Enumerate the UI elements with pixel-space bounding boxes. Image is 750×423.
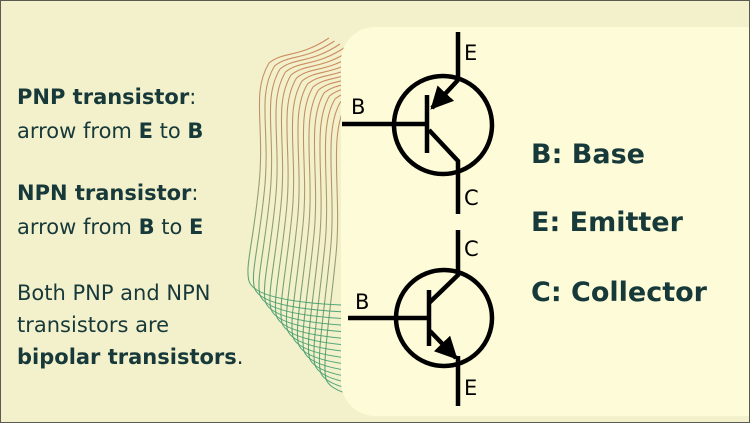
contour-line xyxy=(307,70,450,384)
both-line-2: transistors are xyxy=(17,313,170,337)
npn-emitter-label: E xyxy=(464,376,477,400)
contour-line xyxy=(291,61,434,363)
bipolar-transistors-text: bipolar transistors xyxy=(17,345,237,369)
pnp-title: PNP transistor xyxy=(17,85,190,109)
npn-collector-label: C xyxy=(464,237,479,261)
contour-line xyxy=(302,67,445,377)
legend-name: Collector xyxy=(571,277,707,308)
npn-emitter-arrow xyxy=(428,329,458,360)
text: B xyxy=(187,119,204,143)
legend-base: B: Base xyxy=(531,139,645,170)
npn-transistor-symbol xyxy=(348,230,495,406)
legend-collector: C: Collector xyxy=(531,277,707,308)
legend-sep: : xyxy=(549,207,570,238)
npn-collector-lead xyxy=(427,230,461,305)
legend-name: Base xyxy=(571,139,645,170)
contour-line xyxy=(296,64,439,370)
pnp-emitter-arrow xyxy=(430,78,460,110)
npn-base-label: B xyxy=(355,290,369,314)
text: E xyxy=(138,119,153,143)
contour-line xyxy=(285,58,428,356)
colon: : xyxy=(189,85,197,109)
pnp-collector-lead xyxy=(427,128,461,214)
text: arrow from xyxy=(17,215,139,239)
legend-sep: : xyxy=(551,139,572,170)
pnp-base-label: B xyxy=(351,95,365,119)
text: B xyxy=(138,215,155,239)
colon: : xyxy=(191,181,199,205)
legend-letter: B xyxy=(531,139,552,170)
text: to xyxy=(152,119,188,143)
pnp-collector-label: C xyxy=(464,186,479,210)
npn-heading: NPN transistor: xyxy=(17,181,198,205)
both-line-1: Both PNP and NPN xyxy=(17,281,211,305)
text: to xyxy=(154,215,190,239)
pnp-emitter-label: E xyxy=(464,41,477,65)
contour-line xyxy=(252,40,395,314)
npn-title: NPN transistor xyxy=(17,181,192,205)
contour-line xyxy=(269,49,412,335)
contour-line xyxy=(263,46,406,328)
pnp-description: arrow from E to B xyxy=(17,119,203,143)
pnp-heading: PNP transistor: xyxy=(17,85,196,109)
npn-description: arrow from B to E xyxy=(17,215,203,239)
legend-emitter: E: Emitter xyxy=(531,207,683,238)
contour-line xyxy=(274,52,417,342)
legend-name: Emitter xyxy=(569,207,683,238)
period: . xyxy=(236,345,244,369)
contour-line xyxy=(280,55,423,349)
legend-letter: C xyxy=(531,277,551,308)
text: E xyxy=(189,215,204,239)
contour-line xyxy=(258,43,401,321)
both-line-3: bipolar transistors. xyxy=(17,345,243,369)
text: arrow from xyxy=(17,119,139,143)
legend-letter: E xyxy=(531,207,550,238)
pnp-transistor-symbol xyxy=(342,32,495,214)
legend-sep: : xyxy=(550,277,572,308)
